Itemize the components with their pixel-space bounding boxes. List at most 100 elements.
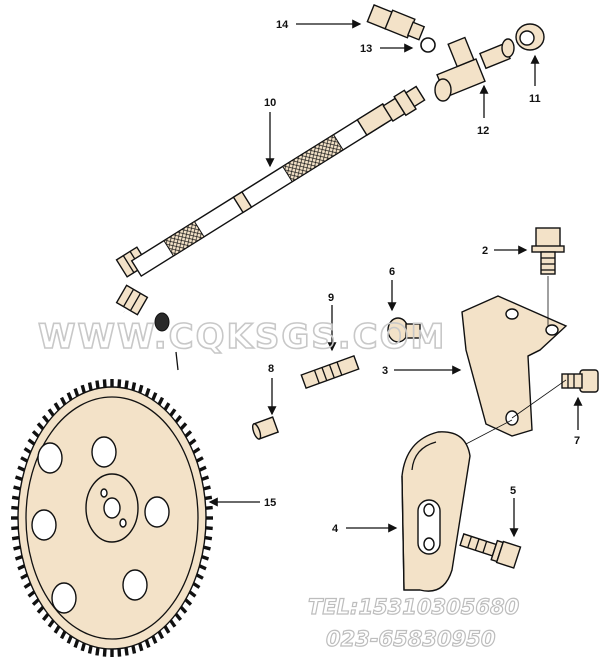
gear-tooth — [174, 415, 183, 424]
gear-tooth — [144, 388, 151, 397]
gear-tooth — [204, 535, 213, 541]
gear-tooth — [124, 647, 129, 656]
gear-tooth — [73, 388, 80, 397]
gear-tooth — [144, 639, 151, 648]
stud-part-9 — [300, 354, 360, 390]
gear-lightening-hole — [51, 582, 77, 614]
gear-tooth — [14, 475, 23, 481]
gear-teeth — [11, 379, 213, 657]
gear-tooth — [27, 590, 36, 598]
tube-end-fitting — [382, 85, 426, 123]
gear-tooth — [41, 612, 50, 621]
gear-tooth — [80, 384, 86, 394]
gear-tooth — [188, 438, 197, 446]
gear-tooth — [201, 475, 210, 481]
callout-labels: 10 11 12 13 14 2 6 9 3 8 7 15 5 4 — [264, 19, 580, 535]
gear-tooth — [20, 456, 29, 463]
tube-straight — [130, 102, 394, 278]
callout-13: 13 — [360, 43, 372, 55]
gear-tooth — [23, 447, 32, 454]
gear-tooth — [131, 382, 137, 391]
gear-tooth — [17, 564, 26, 571]
bolt-part-5 — [459, 533, 522, 569]
gear-tooth — [13, 545, 21, 551]
callout-12: 12 — [477, 125, 489, 137]
gear-tooth — [184, 598, 193, 606]
gear-tooth — [195, 456, 204, 463]
gear-tooth — [138, 384, 144, 394]
arm-part-4 — [401, 431, 471, 592]
gear-tooth — [169, 619, 177, 628]
small-cap-fitting — [154, 312, 179, 371]
gear-tooth — [157, 396, 165, 406]
leader-lines — [208, 19, 583, 538]
gear-lightening-hole — [91, 436, 117, 468]
gear-tooth — [87, 382, 93, 391]
gear-tooth — [151, 635, 158, 644]
gear-hub-bore — [103, 497, 121, 519]
tube-assembly-part-10 — [102, 85, 426, 371]
gear-tooth — [95, 380, 100, 389]
connector-part-14 — [366, 3, 426, 41]
gear-tooth — [23, 582, 32, 589]
gear-tooth — [95, 647, 100, 656]
callout-14: 14 — [276, 19, 289, 31]
callout-2: 2 — [482, 245, 488, 257]
gear-tooth — [117, 379, 122, 388]
gear-tooth — [17, 465, 26, 472]
callout-9: 9 — [328, 292, 334, 304]
gear-tooth — [14, 555, 23, 561]
gear-lightening-hole — [122, 569, 148, 601]
gear-tooth — [192, 582, 201, 589]
gear-tooth — [59, 396, 67, 406]
callout-5: 5 — [510, 485, 516, 497]
gear-tooth — [195, 573, 204, 580]
bolt-part-2 — [531, 227, 565, 275]
gear-tooth — [174, 612, 183, 621]
tee-fitting-part-12 — [434, 36, 515, 102]
gear-inner-rim — [25, 396, 199, 640]
gear-tooth — [124, 380, 129, 389]
gear-hub-hole — [100, 488, 108, 498]
gear-tooth — [13, 485, 21, 491]
gear-tooth — [11, 505, 19, 510]
gear-tooth — [102, 379, 107, 388]
gear-tooth — [184, 430, 193, 438]
gear-lightening-hole — [37, 442, 63, 474]
gear-tooth — [66, 392, 73, 401]
gear-tooth — [11, 495, 20, 501]
gear-tooth — [66, 635, 73, 644]
callout-8: 8 — [268, 363, 274, 375]
callout-10: 10 — [264, 97, 276, 109]
callout-4: 4 — [332, 523, 339, 535]
gear-tooth — [179, 422, 188, 431]
tube-bend-inner — [102, 259, 126, 315]
gear-tooth — [73, 639, 80, 648]
gear-tooth — [20, 573, 29, 580]
plug-part-8 — [251, 416, 280, 440]
watermark-phone-2: 023-65830950 — [326, 627, 495, 651]
gear-tooth — [131, 645, 137, 654]
gear-tooth — [151, 392, 158, 401]
gear-tooth — [41, 415, 50, 424]
o-ring-part-13 — [420, 37, 436, 53]
gear-tooth — [87, 645, 93, 654]
gear-tooth — [157, 630, 165, 640]
gear-tooth — [59, 630, 67, 640]
gear-tooth — [169, 408, 177, 417]
gear-tooth — [138, 642, 144, 652]
gear-tooth — [203, 545, 211, 551]
gear-tooth — [31, 430, 40, 438]
gear-tooth — [47, 619, 55, 628]
gear-tooth — [198, 465, 207, 472]
gear-tooth — [36, 422, 45, 431]
gear-tooth — [188, 590, 197, 598]
gear-tooth — [80, 642, 86, 652]
gear-tooth — [203, 485, 211, 491]
gear-tooth — [198, 564, 207, 571]
gear-tooth — [117, 648, 122, 657]
callout-6: 6 — [389, 266, 395, 278]
gear-tooth — [204, 495, 213, 501]
gear-part-15 — [11, 379, 213, 657]
